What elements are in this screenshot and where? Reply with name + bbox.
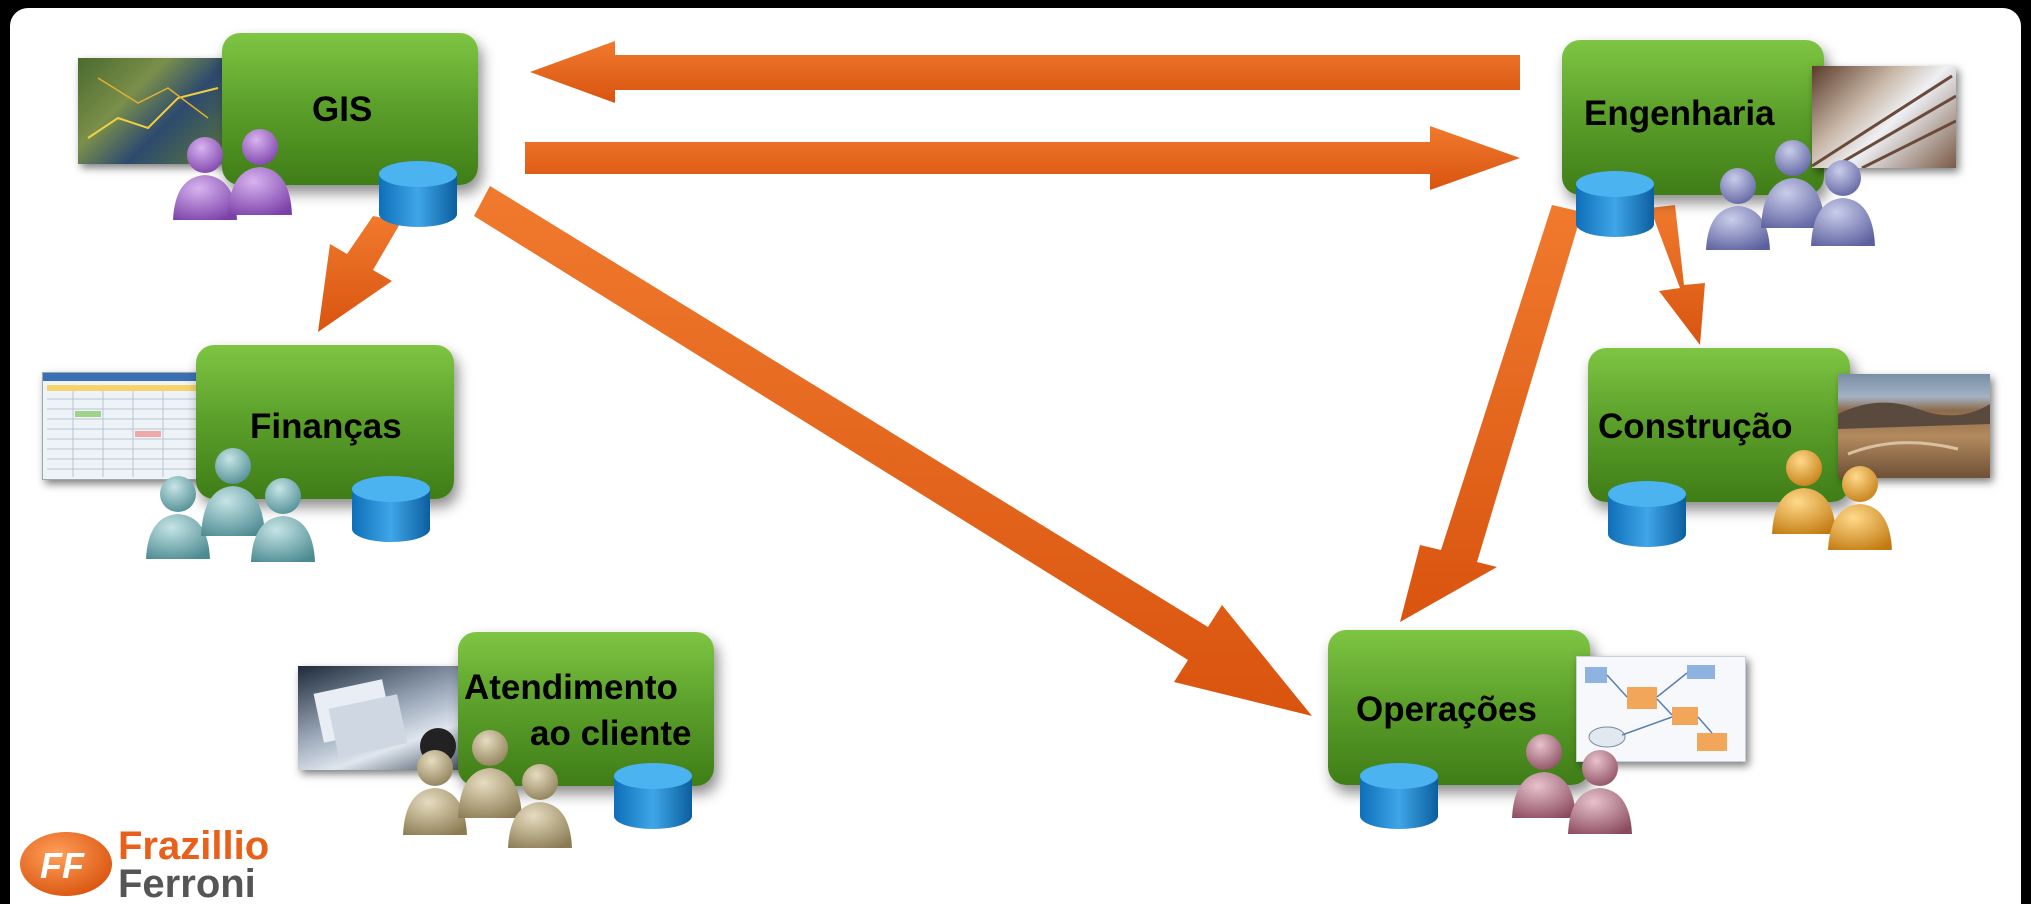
atendimento-photo-thumbnail (298, 666, 470, 770)
logo-text-line2: Ferroni (118, 862, 256, 904)
atendimento-database-icon (614, 763, 692, 829)
engenharia-users-icon (1706, 140, 1875, 250)
atendimento-users-icon (403, 730, 572, 848)
operacoes-users-icon (1512, 734, 1632, 834)
engenharia-database-icon (1576, 171, 1654, 237)
financas-spreadsheet-thumbnail (42, 372, 206, 480)
atendimento-label-line1: Atendimento (464, 668, 678, 707)
operacoes-database-icon (1360, 763, 1438, 829)
arrow-gis-to-operacoes (474, 186, 1312, 716)
construcao-database-icon (1608, 481, 1686, 547)
arrow-gis-to-financas (318, 216, 401, 332)
gis-database-icon (379, 161, 457, 227)
financas-users-icon (146, 448, 315, 562)
construcao-photo-thumbnail (1838, 374, 1990, 478)
operacoes-label: Operações (1356, 690, 1537, 729)
gis-users-icon (173, 129, 292, 220)
frazillio-ferroni-logo-icon: FF (20, 832, 112, 896)
arrow-engenharia-to-gis (530, 41, 1520, 103)
engenharia-label: Engenharia (1584, 94, 1775, 133)
construcao-users-icon (1772, 450, 1892, 550)
gis-label: GIS (312, 90, 373, 129)
logo-text-line1: Frazillio (118, 824, 270, 868)
engenharia-photo-thumbnail (1812, 66, 1956, 168)
financas-database-icon (352, 476, 430, 542)
svg-text:FF: FF (40, 845, 85, 886)
financas-label: Finanças (250, 407, 402, 446)
atendimento-label-line2: ao cliente (530, 714, 692, 753)
operacoes-diagram-thumbnail (1576, 656, 1746, 762)
arrow-engenharia-to-construcao (1650, 205, 1705, 345)
arrow-engenharia-to-operacoes (1400, 205, 1582, 622)
construcao-label: Construção (1598, 407, 1793, 446)
arrow-gis-to-engenharia (525, 126, 1520, 190)
